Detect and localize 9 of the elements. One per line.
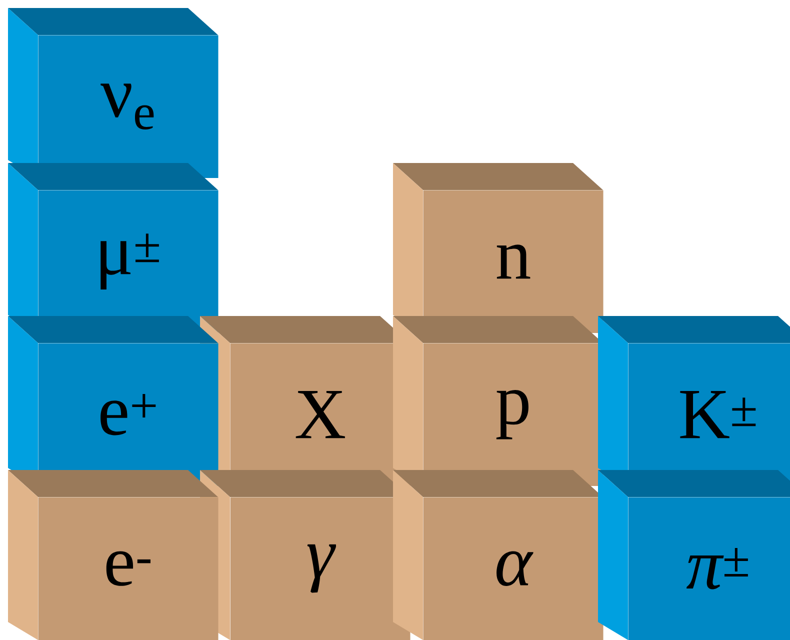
particle-block: π$^{±}$ bbox=[598, 470, 790, 640]
particle-block: e$^{-}$ bbox=[8, 470, 218, 640]
node-label: γ bbox=[307, 544, 336, 593]
particle-block: K$^{±}$ bbox=[598, 316, 790, 486]
particle-block: α bbox=[393, 470, 604, 640]
particle-block: e$^{+}$ bbox=[8, 316, 218, 486]
particle-block: μ$^{±}$ bbox=[8, 163, 218, 333]
particle-block: ν$_{e}$ bbox=[8, 8, 218, 178]
particle-block: n bbox=[393, 163, 604, 333]
